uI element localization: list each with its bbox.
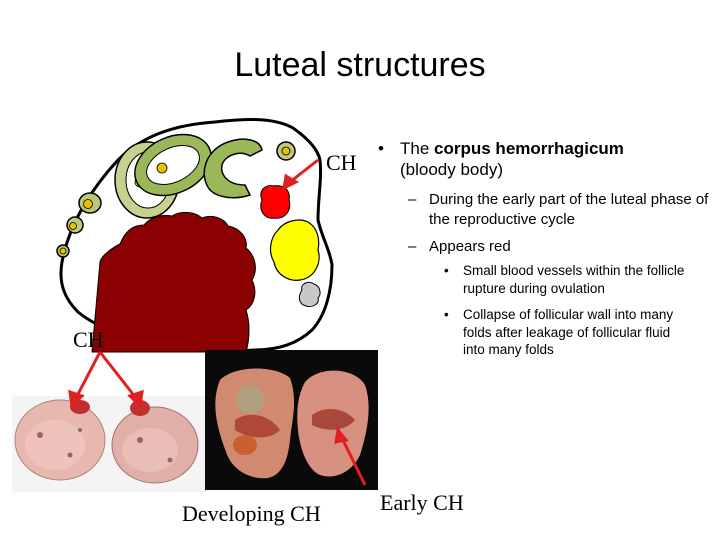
arrow-ch-top (289, 158, 319, 184)
bullet-level1-bold: corpus hemorrhagicum (434, 139, 624, 158)
ch-label-top: CH (326, 150, 357, 175)
bullet-level1-prefix: The (400, 139, 435, 158)
small-follicle-1 (56, 244, 70, 258)
bullet-level2-text: During the early part of the luteal phas… (429, 191, 709, 228)
slide-title: Luteal structures (234, 46, 486, 84)
preovulatory-follicle (134, 133, 212, 197)
arrow-ch-left-1 (74, 351, 102, 399)
pointer-arrows (68, 158, 367, 486)
bullet-level1-text: The corpus hemorrhagicum (bloody body) (400, 138, 690, 180)
yellow-luteal-shape (269, 219, 320, 281)
bullet-level3-text: Small blood vessels within the follicle … (463, 263, 685, 296)
bullet-marker: • (444, 307, 449, 322)
small-follicle-3 (78, 192, 102, 214)
arrow-early-ch (340, 437, 367, 486)
bullet-level1-suffix: (bloody body) (400, 160, 504, 179)
ch-label-left: CH (73, 327, 104, 352)
photo-early-ch (205, 350, 378, 490)
photo-developing-ch (12, 396, 208, 492)
grey-regressing-shape (298, 281, 321, 307)
bullet-level2-text: Appears red (429, 238, 511, 255)
dash-marker: – (408, 238, 417, 255)
ruptured-follicle (203, 138, 263, 199)
arrow-ch-left-2 (98, 351, 138, 399)
corpus-luteum-shape (91, 211, 256, 353)
bullet-marker: • (378, 139, 384, 158)
small-follicle-top (276, 141, 296, 161)
dash-marker: – (408, 191, 417, 208)
bullet-marker: • (444, 263, 449, 278)
caption-early-ch: Early CH (380, 490, 464, 515)
caption-developing-ch: Developing CH (182, 501, 321, 526)
corpus-hemorrhagicum-shape (260, 185, 291, 219)
bullet-level3-text: Collapse of follicular wall into many fo… (463, 307, 674, 357)
small-follicle-2 (66, 216, 84, 234)
